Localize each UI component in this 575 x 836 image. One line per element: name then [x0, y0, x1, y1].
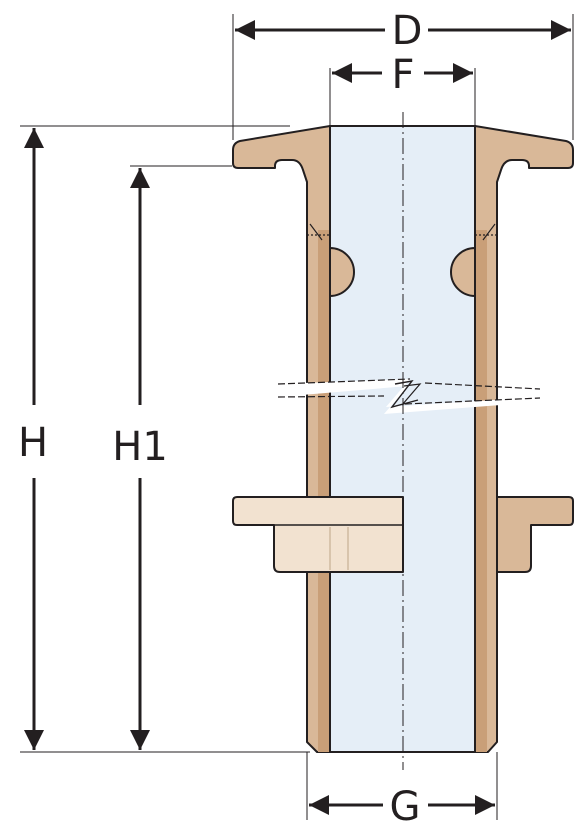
right-thread-chamfer	[482, 223, 496, 241]
break-line-upper	[277, 378, 411, 385]
break-line-lower	[277, 395, 385, 398]
right-flange-and-wall	[474, 125, 574, 753]
nut-left-half	[232, 496, 404, 573]
extension-lines	[20, 14, 574, 820]
label-d: D	[392, 8, 423, 54]
right-oring	[450, 246, 476, 298]
break-band	[278, 379, 540, 414]
locking-nut	[232, 496, 574, 573]
nut-right-half	[496, 496, 574, 573]
left-oring	[329, 246, 355, 298]
break-line-lower-2	[404, 397, 541, 405]
label-f: F	[391, 52, 414, 98]
label-h1: H1	[112, 424, 168, 470]
left-thread-chamfer	[309, 223, 323, 241]
left-inner-liner	[318, 230, 330, 752]
fitting-body	[232, 112, 574, 770]
break-line-upper-2	[424, 382, 541, 390]
break-zigzag-2	[401, 383, 422, 406]
label-h: H	[18, 420, 48, 466]
left-flange-and-wall	[232, 125, 331, 753]
dimension-lines	[24, 20, 571, 815]
right-inner-liner	[475, 230, 487, 752]
label-g: G	[390, 784, 421, 830]
